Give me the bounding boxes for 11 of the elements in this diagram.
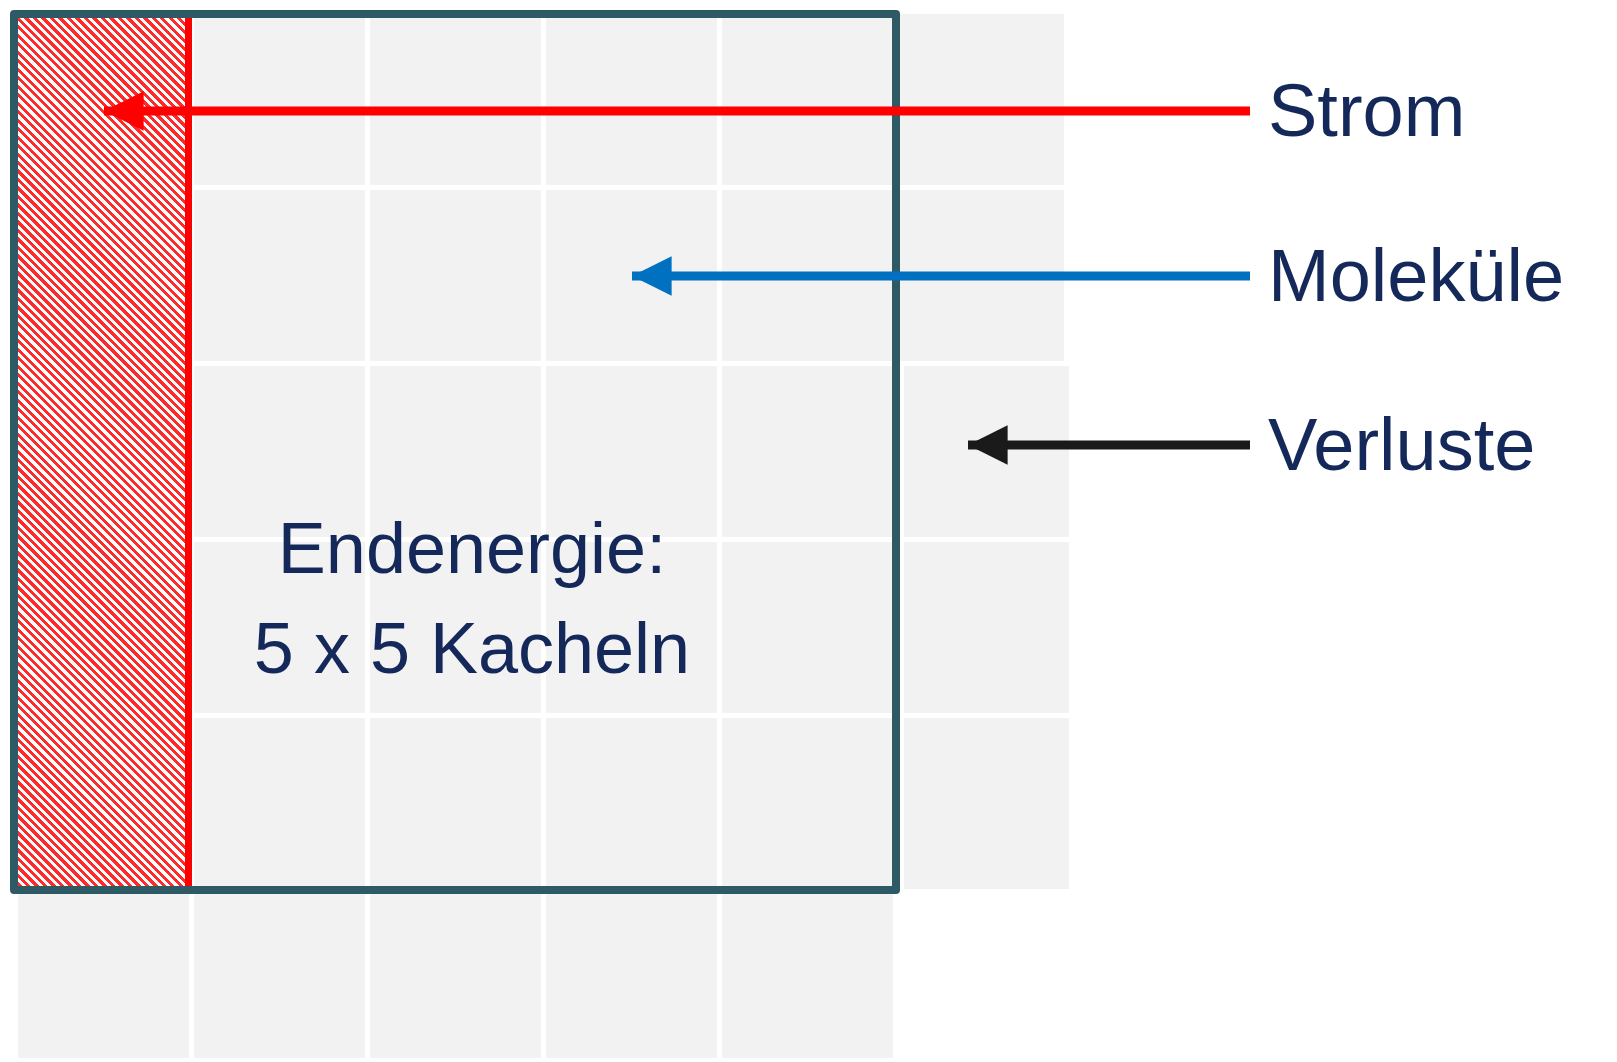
arrow <box>632 256 1250 296</box>
callout-label: Verluste <box>1268 400 1536 490</box>
arrow <box>968 425 1250 465</box>
hatched-column <box>18 18 192 886</box>
callout-label: Strom <box>1268 66 1466 156</box>
energy-frame <box>10 10 900 894</box>
frame-label: Endenergie: 5 x 5 Kacheln <box>252 507 692 690</box>
tile <box>546 190 717 361</box>
arrow <box>104 91 1250 131</box>
loss-tiles <box>904 366 1070 889</box>
callout-label: Moleküle <box>1268 231 1565 321</box>
